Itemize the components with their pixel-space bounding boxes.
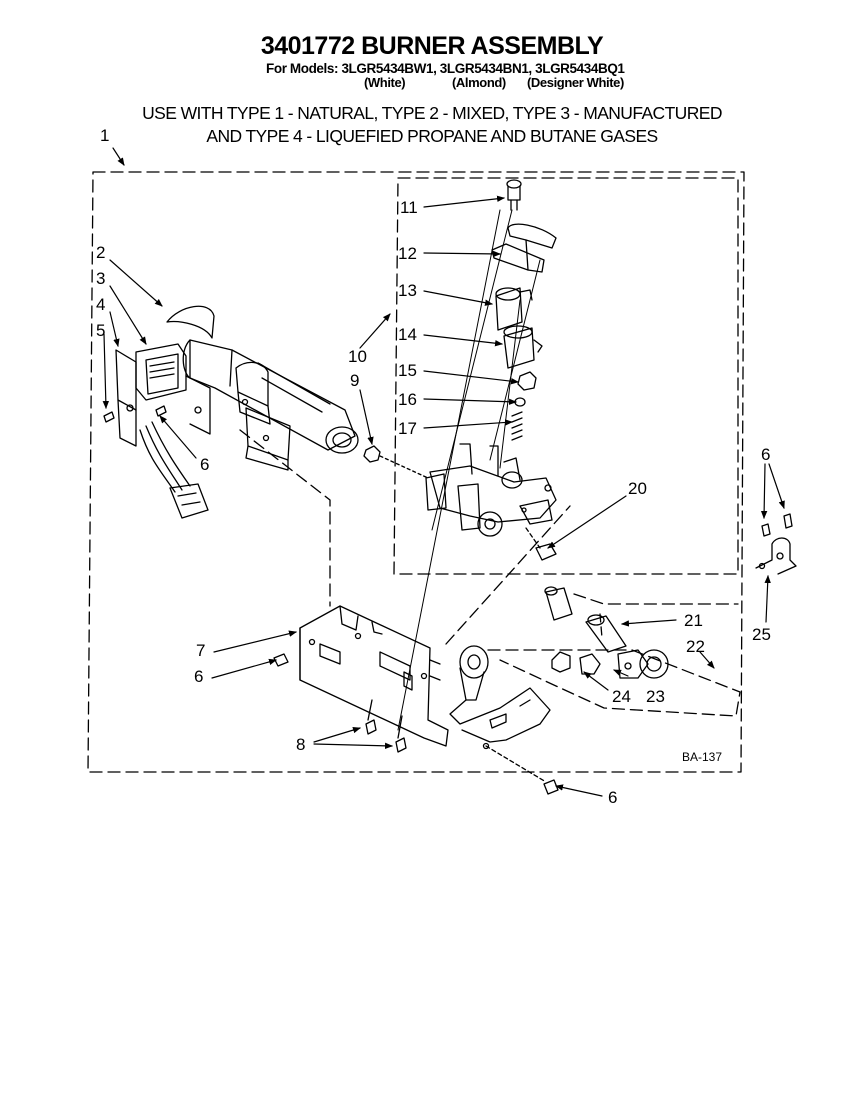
- callout-17: 17: [398, 419, 417, 438]
- callout-21: 21: [684, 611, 703, 630]
- callout-10: 10: [348, 347, 367, 366]
- callout-5: 5: [96, 321, 105, 340]
- igniter-bracket: [115, 343, 211, 447]
- valve-stack: [397, 179, 557, 731]
- gas-fitting-21: [544, 586, 627, 653]
- callout-6-bracket: 6: [194, 667, 203, 686]
- drawing-reference: BA-137: [682, 750, 722, 764]
- leader-arrows: [102, 147, 785, 797]
- valve-subassembly-boundary: [393, 177, 739, 575]
- assembly-boundary: [87, 171, 745, 773]
- callout-4: 4: [96, 295, 105, 314]
- callout-23: 23: [646, 687, 665, 706]
- fittings-22-24: [551, 649, 669, 679]
- model-color-white: (White): [364, 75, 406, 90]
- callout-20: 20: [628, 479, 647, 498]
- orifice-fitting: [535, 543, 557, 561]
- callout-16: 16: [398, 390, 417, 409]
- diagram-title: 3401772 BURNER ASSEMBLY: [260, 32, 604, 60]
- callout-7: 7: [196, 641, 205, 660]
- callout-12: 12: [398, 244, 417, 263]
- callout-6-igniter: 6: [200, 455, 209, 474]
- callout-8: 8: [296, 735, 305, 754]
- model-color-designer-white: (Designer White): [527, 75, 624, 90]
- callout-6-clip: 6: [761, 445, 770, 464]
- callout-1: 1: [100, 126, 109, 145]
- callout-14: 14: [398, 325, 417, 344]
- callout-2: 2: [96, 243, 105, 262]
- callout-6-mount: 6: [608, 788, 617, 807]
- screws: [103, 405, 559, 795]
- valve-mount-bracket: [449, 645, 551, 750]
- callout-25: 25: [752, 625, 771, 644]
- callout-9: 9: [350, 371, 359, 390]
- burner-tube: [166, 305, 359, 454]
- callout-15: 15: [398, 361, 417, 380]
- callout-3: 3: [96, 269, 105, 288]
- callout-24: 24: [612, 687, 631, 706]
- model-color-almond: (Almond): [452, 75, 506, 90]
- usage-line-2: AND TYPE 4 - LIQUEFIED PROPANE AND BUTAN…: [206, 126, 658, 146]
- nut-9: [363, 445, 381, 463]
- clip-25: [755, 537, 797, 575]
- mounting-bracket: [299, 605, 449, 747]
- callout-22: 22: [686, 637, 705, 656]
- callout-11: 11: [400, 198, 418, 217]
- models-line: For Models: 3LGR5434BW1, 3LGR5434BN1, 3L…: [266, 61, 625, 76]
- igniter-wires: [139, 421, 209, 519]
- usage-line-1: USE WITH TYPE 1 - NATURAL, TYPE 2 - MIXE…: [142, 103, 722, 123]
- callout-13: 13: [398, 281, 417, 300]
